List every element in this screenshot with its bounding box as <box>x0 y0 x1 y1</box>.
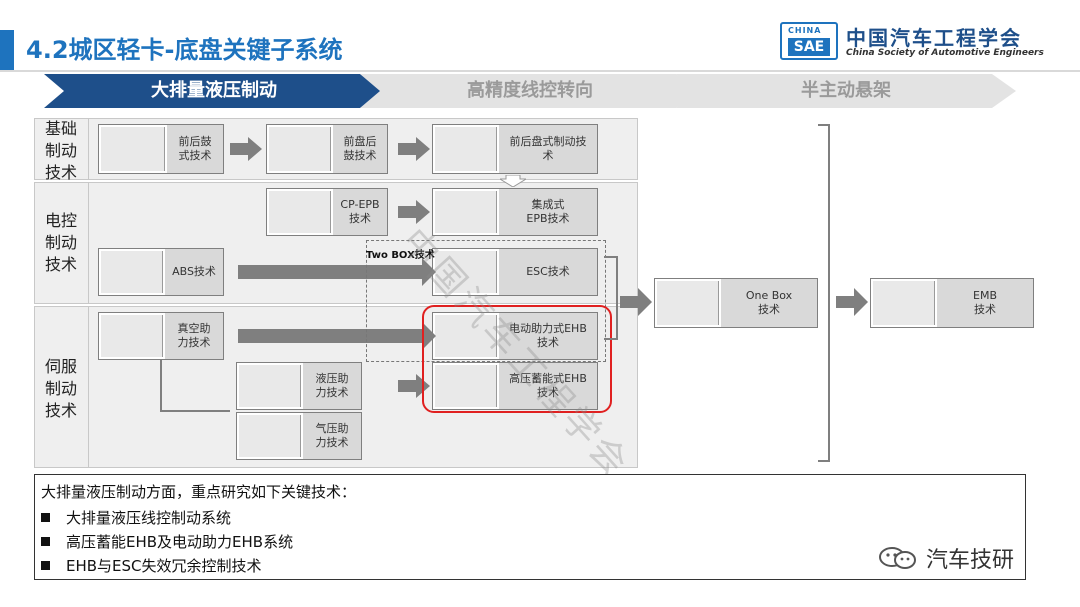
arrow-vacuum-to-ehb <box>238 322 436 350</box>
hydraulic-booster-image <box>239 365 301 407</box>
row-divider <box>88 118 89 180</box>
bracket-right <box>604 256 618 340</box>
electric-ehb-image <box>435 315 497 357</box>
csae-logo: CHINA SAE 中国汽车工程学会 China Society of Auto… <box>780 22 1070 64</box>
ehb-highlight-frame <box>422 305 612 413</box>
logo-english-name: China Society of Automotive Engineers <box>846 48 1044 58</box>
summary-item: EHB与ESC失效冗余控制技术 <box>41 555 262 576</box>
abs-image <box>101 251 163 293</box>
drum-brake-image <box>101 127 165 171</box>
logo-chinese-name: 中国汽车工程学会 <box>846 26 1022 50</box>
row-divider <box>88 182 89 304</box>
two-box-label: Two BOX技术 <box>366 250 435 261</box>
summary-box: 大排量液压制动方面，重点研究如下关键技术： 大排量液压线控制动系统 高压蓄能EH… <box>34 474 1026 580</box>
sae-badge-icon: CHINA SAE <box>780 22 838 60</box>
emb-image <box>873 281 935 325</box>
comp-esc: ESC技术 <box>432 248 598 296</box>
row-label-servo: 伺服制动技术 <box>44 357 77 420</box>
title-accent-bar <box>0 30 14 70</box>
row-label-basic: 基础制动技术 <box>44 119 77 182</box>
arrow-abs-to-esc <box>238 258 436 286</box>
arrow-right-icon <box>398 200 430 224</box>
summary-item: 高压蓄能EHB及电动助力EHB系统 <box>41 531 293 552</box>
logo-badge-china: CHINA <box>788 26 822 35</box>
two-box-group <box>366 240 606 362</box>
bullet-square-icon <box>41 561 50 570</box>
disc-brake-image <box>435 127 497 171</box>
tab-label: 半主动悬架 <box>801 80 891 101</box>
chevron-shape <box>44 74 384 108</box>
comp-disc-brake: 前后盘式制动技术 <box>432 124 598 174</box>
comp-label: 真空助力技术 <box>165 313 223 359</box>
comp-label: ESC技术 <box>499 249 597 295</box>
tab-label: 高精度线控转向 <box>467 80 593 101</box>
comp-disc-drum-brake: 前盘后鼓技术 <box>266 124 388 174</box>
bullet-square-icon <box>41 513 50 522</box>
header-divider <box>0 70 1080 72</box>
bracket-all-rows <box>818 124 830 462</box>
esc-image <box>435 251 497 293</box>
comp-abs: ABS技术 <box>98 248 224 296</box>
tab-steer-by-wire[interactable]: 高精度线控转向 <box>360 74 700 108</box>
comp-label: 液压助力技术 <box>303 363 361 409</box>
summary-item: 大排量液压线控制动系统 <box>41 507 231 528</box>
pneumatic-booster-image <box>239 415 301 457</box>
tab-label: 大排量液压制动 <box>151 80 277 101</box>
comp-label: 前后盘式制动技术 <box>499 125 597 173</box>
vacuum-booster-image <box>101 315 163 357</box>
cp-epb-image <box>269 191 331 233</box>
wechat-account-name: 汽车技研 <box>926 548 1015 573</box>
arrow-right-icon <box>230 137 262 161</box>
page-title: 4.2城区轻卡-底盘关键子系统 <box>26 36 343 64</box>
integrated-epb-image <box>435 191 497 233</box>
chevron-shape <box>676 74 1016 108</box>
chevron-shape <box>360 74 700 108</box>
comp-label: 前后鼓式技术 <box>167 125 223 173</box>
arrow-right-icon <box>836 288 868 316</box>
comp-pneumatic-booster: 气压助力技术 <box>236 412 362 460</box>
comp-label: 前盘后鼓技术 <box>333 125 387 173</box>
bullet-square-icon <box>41 537 50 546</box>
logo-badge-sae: SAE <box>788 38 830 56</box>
row-label-electronic: 电控制动技术 <box>44 211 77 274</box>
disc-drum-brake-image <box>269 127 331 171</box>
comp-label: 气压助力技术 <box>303 413 361 459</box>
comp-vacuum-booster: 真空助力技术 <box>98 312 224 360</box>
arrow-right-icon <box>398 137 430 161</box>
wechat-icon <box>879 547 916 569</box>
connector-line <box>160 360 162 412</box>
row-divider <box>88 306 89 468</box>
tab-hydraulic-braking[interactable]: 大排量液压制动 <box>44 74 384 108</box>
summary-heading: 大排量液压制动方面，重点研究如下关键技术： <box>41 483 357 501</box>
arrow-down-outline-icon <box>500 175 526 187</box>
one-box-image <box>657 281 719 325</box>
arrow-right-icon <box>620 288 652 316</box>
connector-line <box>160 410 230 412</box>
comp-hydraulic-booster: 液压助力技术 <box>236 362 362 410</box>
comp-drum-brake: 前后鼓式技术 <box>98 124 224 174</box>
comp-label: ABS技术 <box>165 249 223 295</box>
tab-semi-active-suspension[interactable]: 半主动悬架 <box>676 74 1016 108</box>
high-pressure-ehb-image <box>435 365 497 407</box>
